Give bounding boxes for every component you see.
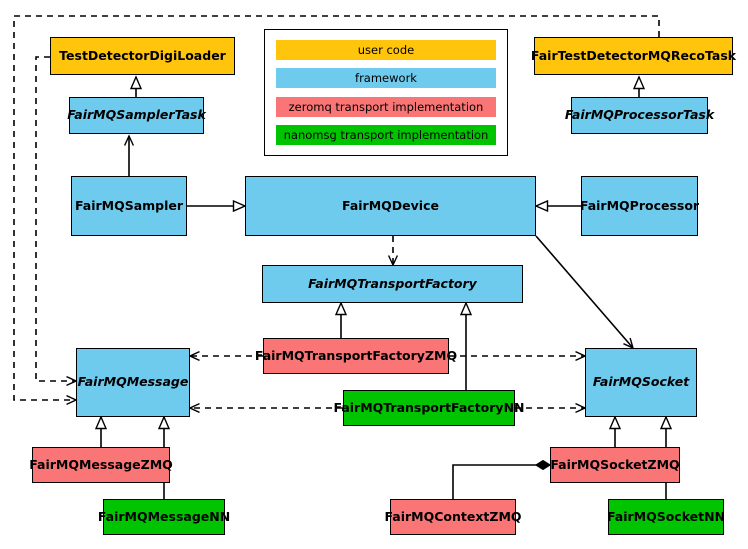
class-box-fairmqsocket[interactable]: FairMQSocket [585, 348, 697, 417]
class-box-fairmqdevice[interactable]: FairMQDevice [245, 176, 536, 236]
class-box-fairmqmessagenn[interactable]: FairMQMessageNN [98, 499, 230, 535]
edge-contextzmq-to-socketzmq [452, 465, 550, 499]
class-box-fairmqprocessor[interactable]: FairMQProcessor [580, 176, 699, 236]
legend: user code framework zeromq transport imp… [264, 29, 508, 156]
edge-device-to-socket [535, 235, 633, 348]
class-box-fairmqmessage[interactable]: FairMQMessage [76, 348, 190, 417]
class-box-fairmqsocketzmq[interactable]: FairMQSocketZMQ [550, 447, 680, 483]
class-box-fairmqcontextzmq[interactable]: FairMQContextZMQ [384, 499, 522, 535]
class-box-fairmqtransportfactorynn[interactable]: FairMQTransportFactoryNN [334, 390, 525, 426]
class-box-fairmqtransportfactoryzmq[interactable]: FairMQTransportFactoryZMQ [255, 338, 457, 374]
class-box-fairmqmessagezmq[interactable]: FairMQMessageZMQ [29, 447, 173, 483]
class-box-fairmqtransportfactory[interactable]: FairMQTransportFactory [262, 265, 523, 303]
legend-item-framework: framework [276, 68, 496, 89]
class-box-fairmqprocessortask[interactable]: FairMQProcessorTask [565, 97, 714, 134]
legend-item-user-code: user code [276, 40, 496, 60]
legend-item-zeromq: zeromq transport implementation [276, 96, 496, 117]
class-box-fairtestdetectormqrecotask[interactable]: FairTestDetectorMQRecoTask [531, 37, 736, 75]
class-box-fairmqsampler[interactable]: FairMQSampler [71, 176, 187, 236]
class-box-fairmqsamplertask[interactable]: FairMQSamplerTask [67, 97, 206, 134]
legend-item-nanomsg: nanomsg transport implementation [276, 124, 496, 145]
class-box-fairmqsocketnn[interactable]: FairMQSocketNN [607, 499, 725, 535]
class-box-testdetectordigiloader[interactable]: TestDetectorDigiLoader [50, 37, 235, 75]
